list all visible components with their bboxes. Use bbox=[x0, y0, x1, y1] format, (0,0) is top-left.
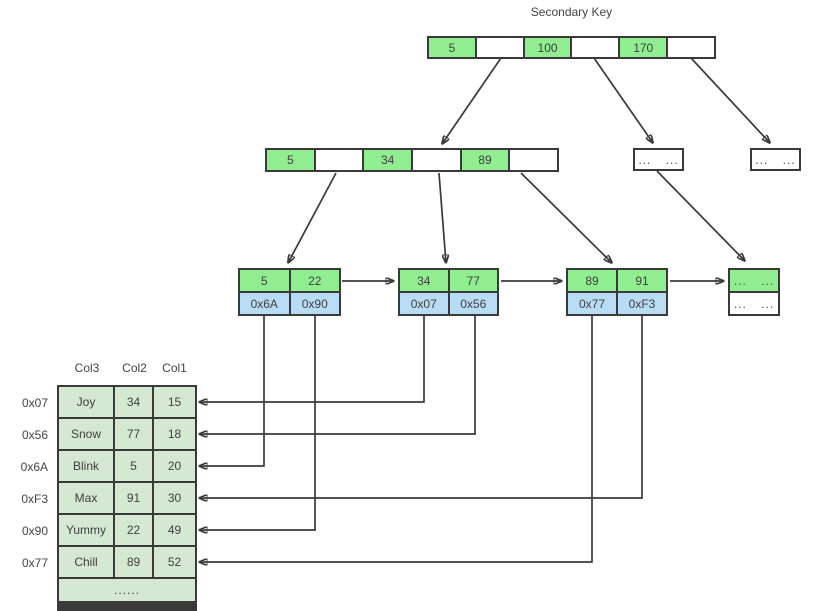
leaf-key-cell: 5 bbox=[240, 270, 291, 291]
edge-ptr-0x77-to-row-chill bbox=[199, 314, 593, 562]
leaf-key-cell: 22 bbox=[290, 270, 339, 291]
ellipsis-cell: ... ... bbox=[730, 293, 778, 314]
leaf-node-3: 89 91 0x77 0xF3 bbox=[566, 268, 668, 316]
ellipsis-cell: ... ... bbox=[730, 270, 778, 291]
table-cell: 49 bbox=[154, 515, 195, 545]
table-cell: 20 bbox=[154, 451, 195, 481]
row-address: 0x07 bbox=[21, 396, 48, 410]
internal-node: 5 34 89 bbox=[265, 148, 559, 172]
edge-internal-ptr1-to-leaf1 bbox=[288, 172, 337, 263]
edge-ptr-0x07-to-row-joy bbox=[199, 314, 425, 402]
table-cell: Snow bbox=[59, 419, 113, 449]
leaf-pointer-cell: 0x6A bbox=[240, 293, 291, 314]
table-cell: 77 bbox=[115, 419, 152, 449]
table-footer-ellipsis: ...... bbox=[59, 579, 195, 601]
table-cell: Blink bbox=[59, 451, 113, 481]
table-cell: Joy bbox=[59, 387, 113, 417]
internal-key-cell: 89 bbox=[461, 150, 511, 170]
row-address-labels: 0x07 0x56 0x6A 0xF3 0x90 0x77 bbox=[8, 387, 48, 579]
internal-pointer-cell bbox=[413, 150, 462, 170]
root-node: 5 100 170 bbox=[427, 36, 716, 59]
row-address: 0x56 bbox=[21, 428, 48, 442]
column-header-col2: Col2 bbox=[122, 361, 147, 375]
ellipsis-cell: ... ... bbox=[752, 150, 799, 169]
table-cell: 18 bbox=[154, 419, 195, 449]
data-table: Joy 34 15 Snow 77 18 Blink 5 20 Max 91 3… bbox=[57, 385, 197, 611]
root-key-cell: 170 bbox=[620, 38, 669, 57]
leaf-pointer-cell: 0xF3 bbox=[618, 293, 666, 314]
root-pointer-cell bbox=[476, 38, 525, 57]
table-cell: Max bbox=[59, 483, 113, 513]
root-key-cell: 100 bbox=[524, 38, 573, 57]
row-address: 0xF3 bbox=[21, 492, 48, 506]
table-column-headers: Col3 Col2 Col1 bbox=[59, 360, 195, 376]
table-cell: 22 bbox=[115, 515, 152, 545]
leaf-pointer-cell: 0x77 bbox=[568, 293, 618, 314]
table-cell: 34 bbox=[115, 387, 152, 417]
table-cell: 15 bbox=[154, 387, 195, 417]
row-address: 0x77 bbox=[21, 556, 48, 570]
edge-internal-ptr2-to-leaf2 bbox=[438, 172, 446, 263]
table-cell: 30 bbox=[154, 483, 195, 513]
table-cell: Chill bbox=[59, 547, 113, 577]
internal-pointer-cell bbox=[510, 150, 558, 170]
leaf-key-cell: 91 bbox=[618, 270, 666, 291]
internal-key-cell: 34 bbox=[364, 150, 414, 170]
leaf-node-more: ... ... ... ... bbox=[728, 268, 780, 316]
edge-internal-ptr3-to-leaf3 bbox=[520, 172, 612, 263]
edge-ptr-0x56-to-row-snow bbox=[199, 314, 476, 434]
row-address: 0x90 bbox=[21, 524, 48, 538]
leaf-node-1: 5 22 0x6A 0x90 bbox=[238, 268, 341, 316]
column-header-col3: Col3 bbox=[74, 361, 100, 375]
edge-ptr-0x6A-to-row-blink bbox=[199, 314, 265, 466]
edge-ptr-0xF3-to-row-max bbox=[199, 314, 643, 498]
table-cell: 5 bbox=[115, 451, 152, 481]
leaf-key-cell: 89 bbox=[568, 270, 618, 291]
table-cell: 52 bbox=[154, 547, 195, 577]
root-pointer-cell bbox=[572, 38, 621, 57]
table-cell: 89 bbox=[115, 547, 152, 577]
table-cell: 91 bbox=[115, 483, 152, 513]
edge-more-a-to-leaf4 bbox=[656, 170, 745, 261]
leaf-node-2: 34 77 0x07 0x56 bbox=[398, 268, 499, 316]
internal-key-cell: 5 bbox=[267, 150, 316, 170]
internal-node-more-b: ... ... bbox=[750, 148, 801, 171]
diagram-title: Secondary Key bbox=[530, 5, 613, 19]
ellipsis-cell: ... ... bbox=[635, 150, 682, 169]
edge-root-ptr2-to-more-a bbox=[593, 57, 653, 143]
leaf-pointer-cell: 0x07 bbox=[400, 293, 450, 314]
edge-root-ptr3-to-more-b bbox=[690, 57, 770, 143]
leaf-key-cell: 77 bbox=[449, 270, 497, 291]
column-header-col1: Col1 bbox=[162, 361, 187, 375]
edge-ptr-0x90-to-row-yummy bbox=[199, 314, 316, 530]
internal-pointer-cell bbox=[315, 150, 365, 170]
internal-node-more-a: ... ... bbox=[633, 148, 684, 171]
edge-root-ptr1-to-internal bbox=[442, 57, 502, 144]
root-key-cell: 5 bbox=[429, 38, 477, 57]
row-address: 0x6A bbox=[20, 460, 48, 474]
root-pointer-cell bbox=[668, 38, 714, 57]
leaf-key-cell: 34 bbox=[400, 270, 450, 291]
leaf-pointer-cell: 0x90 bbox=[290, 293, 339, 314]
leaf-pointer-cell: 0x56 bbox=[449, 293, 497, 314]
table-cell: Yummy bbox=[59, 515, 113, 545]
